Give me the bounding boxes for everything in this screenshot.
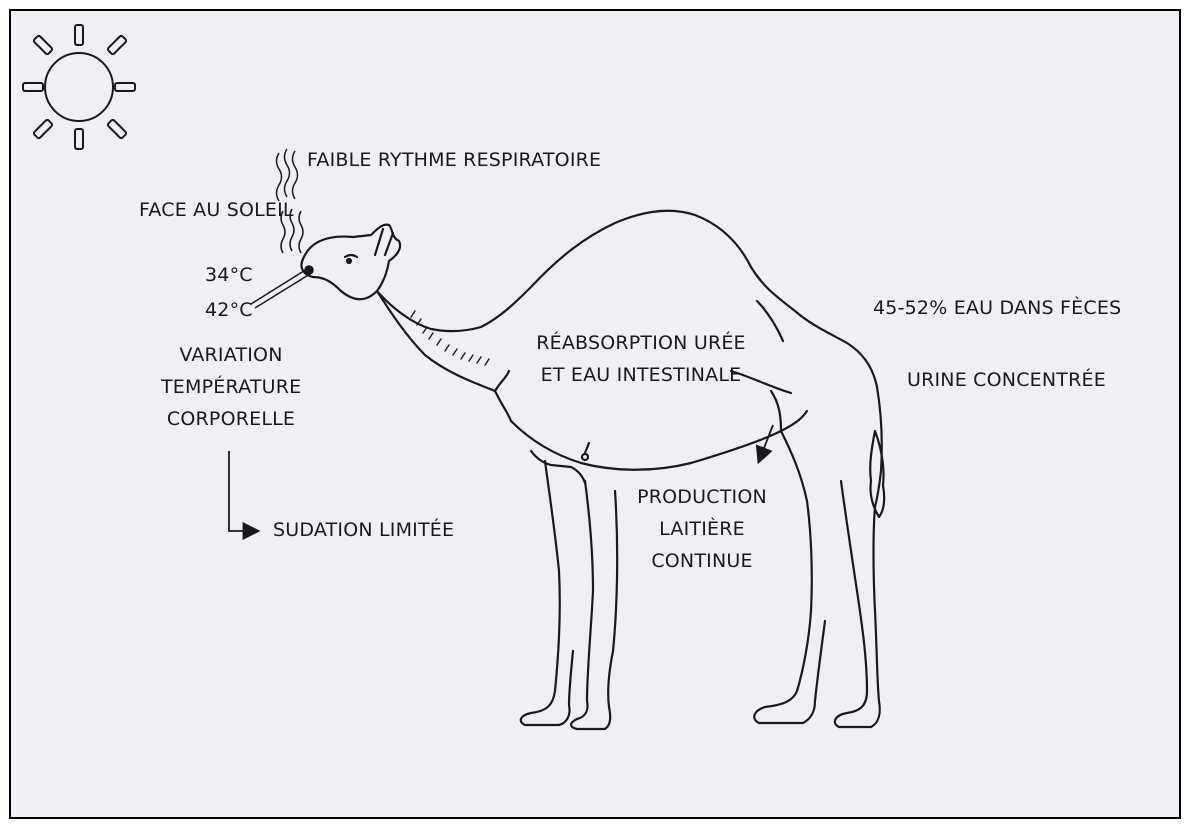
sun-icon <box>23 25 135 149</box>
label-face-au-soleil: FACE AU SOLEIL <box>139 201 294 220</box>
label-temp-34: 34°C <box>205 266 253 285</box>
label-variation-temperature: VARIATION TEMPÉRATURE CORPORELLE <box>161 339 301 435</box>
label-faible-rythme-respiratoire: FAIBLE RYTHME RESPIRATOIRE <box>307 151 601 170</box>
milk-arrow <box>759 425 773 461</box>
label-urine-concentree: URINE CONCENTRÉE <box>907 371 1106 390</box>
camel-illustration <box>301 211 884 729</box>
sudation-arrow <box>229 451 257 531</box>
label-temp-42: 42°C <box>205 301 253 320</box>
label-production-laitiere: PRODUCTION LAITIÈRE CONTINUE <box>617 481 787 577</box>
label-eau-feces: 45-52% EAU DANS FÈCES <box>873 299 1121 318</box>
label-reabsorption: RÉABSORPTION URÉE ET EAU INTESTINALE <box>511 327 771 391</box>
label-sudation-limitee: SUDATION LIMITÉE <box>273 521 454 540</box>
diagram-frame: FAIBLE RYTHME RESPIRATOIRE FACE AU SOLEI… <box>9 9 1181 819</box>
